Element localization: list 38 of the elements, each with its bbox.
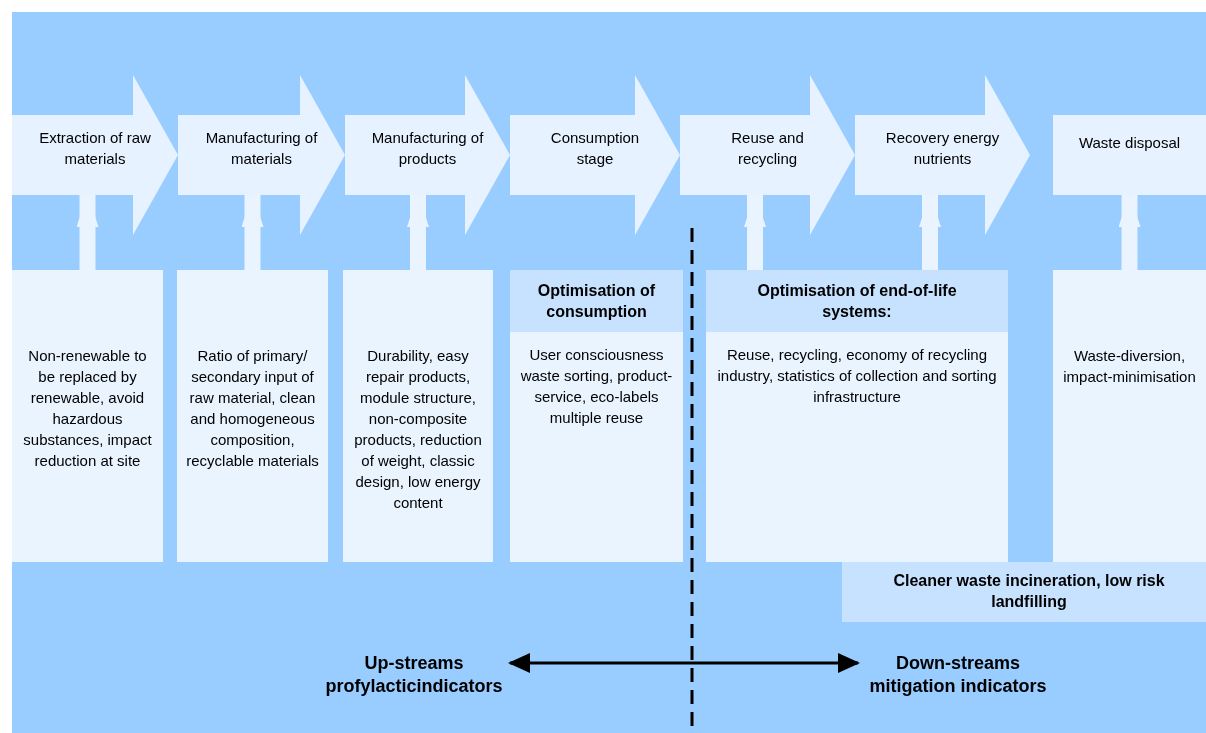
- indicator-box: [343, 270, 493, 562]
- indicator-text: Ratio of primary/ secondary input of raw material, clean and homogeneous composition, recyclable materials: [185, 346, 320, 471]
- stage-label: Consumption stage: [549, 128, 641, 169]
- indicator-text: Durability, easy repair products, module structure, non-composite products, reduction of weight, classic design, low energy content: [353, 346, 483, 513]
- stream-label: Up-streams profylacticindicators: [324, 652, 504, 698]
- section-heading: Optimisation of end-of-life systems:: [706, 270, 1008, 332]
- process-step: [12, 75, 178, 235]
- tab-arrow: [744, 193, 766, 270]
- stage-label: Recovery energy nutrients: [884, 128, 1001, 169]
- stage-box: [1053, 115, 1206, 195]
- process-step: [855, 75, 1030, 235]
- indicator-text: Reuse, recycling, economy of recycling industry, statistics of collection and sorting infrastructure: [716, 345, 998, 407]
- process-step: [345, 75, 510, 235]
- process-step: [178, 75, 345, 235]
- process-step: [510, 75, 680, 235]
- stage-label: Waste disposal: [1077, 133, 1182, 153]
- stage-label: Manufacturing of products: [370, 128, 485, 169]
- indicator-box: [706, 270, 1008, 562]
- section-heading: Optimisation of consumption: [510, 270, 683, 332]
- tab-arrow: [919, 193, 941, 270]
- indicator-box: [177, 270, 328, 562]
- tab-arrow: [241, 193, 264, 270]
- tab-arrow: [1118, 193, 1141, 270]
- indicator-text: User consciousness waste sorting, product-service, eco-labels multiple reuse: [519, 345, 674, 428]
- stage-label: Manufacturing of materials: [204, 128, 319, 169]
- tab-arrow: [407, 193, 429, 270]
- indicator-text: Waste-diversion, impact-minimisation: [1062, 346, 1197, 387]
- double-arrow: [508, 653, 860, 673]
- indicator-text: Non-renewable to be replaced by renewable, avoid hazardous substances, impact reduction at site: [22, 346, 153, 471]
- stage-label: Reuse and recycling: [730, 128, 805, 169]
- indicator-box: [12, 270, 163, 562]
- indicator-band: [842, 562, 1206, 622]
- tab-arrow: [76, 193, 99, 270]
- stage-label: Extraction of raw materials: [38, 128, 152, 169]
- indicator-box: [1053, 270, 1206, 562]
- indicator-box: [510, 270, 683, 562]
- stream-label: Down-streams mitigation indicators: [868, 652, 1048, 698]
- process-step: [680, 75, 855, 235]
